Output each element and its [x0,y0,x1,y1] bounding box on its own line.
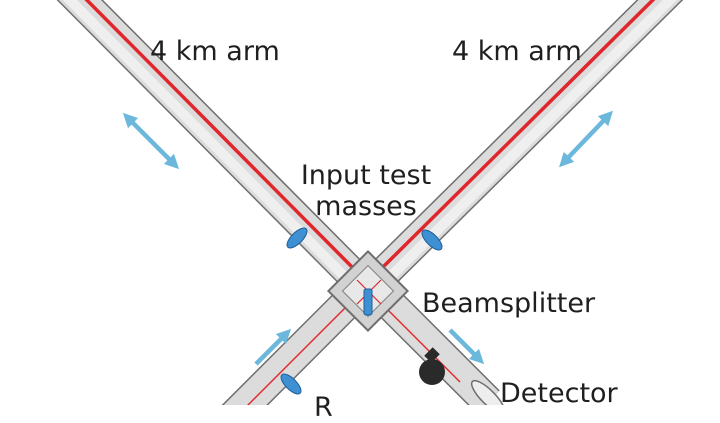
input-test-masses-label: Input test masses [296,160,436,222]
right-arm-label: 4 km arm [452,36,582,67]
right-input-test-mass [421,229,443,251]
right-arm-tube [373,0,684,284]
interferometer-diagram: 4 km arm 4 km arm Input test masses Beam… [56,0,684,423]
recycling-mirror [280,373,302,395]
right-arm-double-arrow [559,110,613,168]
photodetector-icon [419,347,445,385]
output-beam-arrow [448,328,485,365]
left-arm-tube [56,0,362,284]
left-arm-label: 4 km arm [150,36,280,67]
right-arm-laser [381,0,656,269]
input-laser [247,297,356,405]
beamsplitter-mirror [363,288,373,316]
input-test-masses-line1: Input test [300,160,432,191]
detector-label: Detector [500,378,618,409]
beamsplitter-label: Beamsplitter [422,288,596,319]
input-beam-arrow [254,328,292,366]
left-arm-double-arrow [122,112,180,170]
left-input-test-mass [286,227,308,249]
detector-tube [369,290,506,405]
diagram-canvas [56,0,684,405]
left-arm-laser [84,0,354,269]
central-chamber [326,249,410,333]
detector-tube-end [470,379,506,405]
input-tube [221,290,360,405]
input-test-masses-line2: masses [315,191,417,223]
recycling-mirror-label-partial: R [314,392,333,423]
